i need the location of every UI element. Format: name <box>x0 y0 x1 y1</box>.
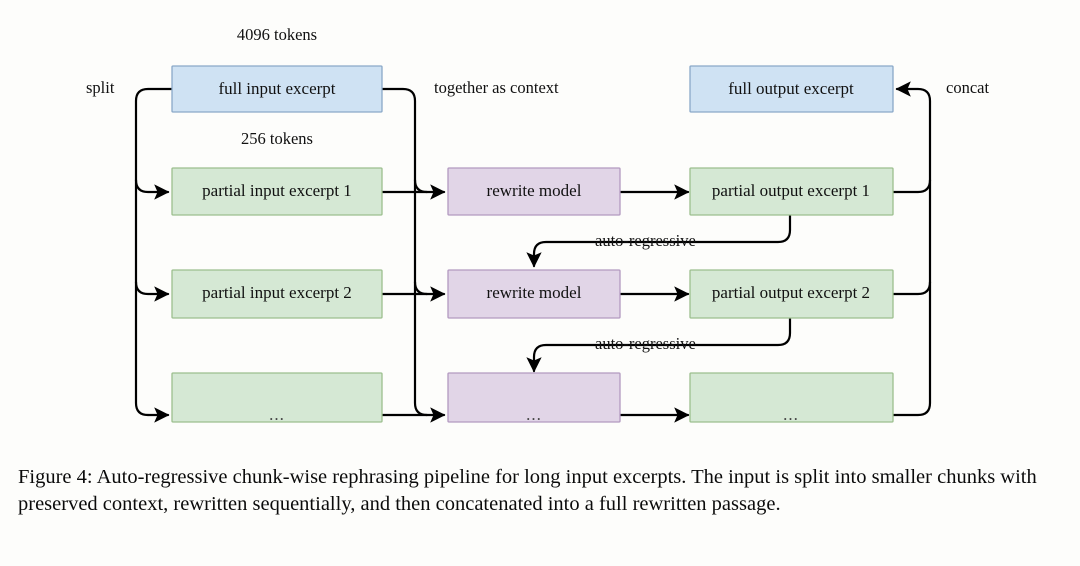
edge-context-to-model-2 <box>413 280 429 296</box>
node-output-chunk-2[interactable]: partial output excerpt 2 <box>689 269 894 319</box>
edge-split-to-chunk-2 <box>134 280 170 302</box>
node-input-chunk-3[interactable]: ... <box>171 372 383 424</box>
label-concat: concat <box>946 78 989 97</box>
nodes-layer: full input excerpt full output excerpt p… <box>171 65 894 424</box>
edges-layer <box>134 81 932 423</box>
pipeline-diagram: full input excerpt full output excerpt p… <box>86 25 989 424</box>
node-full-input[interactable]: full input excerpt <box>171 65 383 113</box>
node-input-chunk-2-label: partial input excerpt 2 <box>202 283 352 302</box>
label-context: together as context <box>434 78 559 97</box>
node-output-chunk-1[interactable]: partial output excerpt 1 <box>689 167 894 216</box>
edge-split-bus <box>134 87 174 417</box>
node-rewrite-model-1[interactable]: rewrite model <box>447 167 621 216</box>
node-rewrite-model-2-label: rewrite model <box>487 283 582 302</box>
node-rewrite-model-3-label: ... <box>526 405 542 424</box>
node-output-chunk-1-label: partial output excerpt 1 <box>712 181 870 200</box>
edge-context-to-model-1 <box>413 178 429 194</box>
node-output-chunk-3[interactable]: ... <box>689 372 894 424</box>
edge-concat-bus <box>891 81 932 417</box>
edge-concat-from-output-2 <box>891 280 932 296</box>
node-input-chunk-2[interactable]: partial input excerpt 2 <box>171 269 383 319</box>
node-full-output-label: full output excerpt <box>728 79 854 98</box>
annotations-layer: 4096 tokens 256 tokens split together as… <box>86 25 989 353</box>
label-autoregressive-2: auto-regressive <box>595 334 696 353</box>
edge-autoregressive-2 <box>526 316 792 373</box>
node-input-chunk-1-label: partial input excerpt 1 <box>202 181 352 200</box>
node-full-output[interactable]: full output excerpt <box>689 65 894 113</box>
label-autoregressive-1: auto-regressive <box>595 231 696 250</box>
edge-autoregressive-1 <box>526 213 792 268</box>
node-input-chunk-1[interactable]: partial input excerpt 1 <box>171 167 383 216</box>
node-rewrite-model-3[interactable]: ... <box>447 372 621 424</box>
node-output-chunk-2-label: partial output excerpt 2 <box>712 283 870 302</box>
node-rewrite-model-2[interactable]: rewrite model <box>447 269 621 319</box>
label-tokens-full: 4096 tokens <box>237 25 317 44</box>
edge-concat-from-output-1 <box>891 178 932 194</box>
node-rewrite-model-1-label: rewrite model <box>487 181 582 200</box>
label-tokens-chunk: 256 tokens <box>241 129 313 148</box>
figure-caption: Figure 4: Auto-regressive chunk-wise rep… <box>18 466 1037 516</box>
node-full-input-label: full input excerpt <box>218 79 335 98</box>
node-output-chunk-3-label: ... <box>783 405 799 424</box>
node-input-chunk-3-label: ... <box>269 405 285 424</box>
label-split: split <box>86 78 115 97</box>
edge-context-bus <box>380 87 429 417</box>
edge-split-to-chunk-1 <box>134 178 170 200</box>
